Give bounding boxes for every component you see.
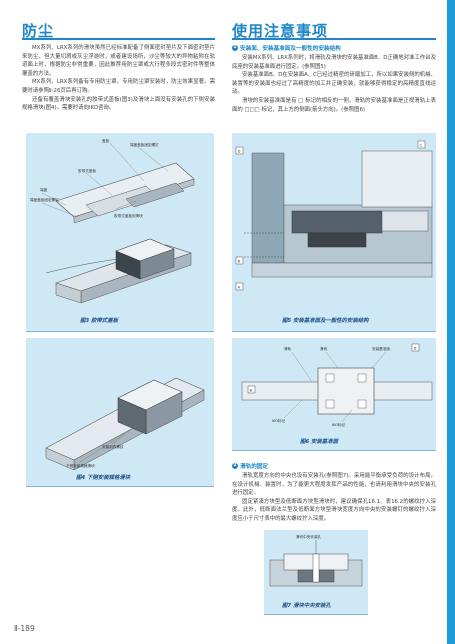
fig6-label-rail: 滑轨 [284, 346, 292, 351]
mounting-text: 安装MX系列、LRX系列时，将滑轨及滑块的安装基准面B、D正确地对准工作台及底座… [232, 54, 436, 114]
fig3-label-cover: 盖板 [102, 138, 110, 143]
figure-6-drawing: 滑轨 滑块 安装基准面 D B IKO标记 IKO标记 [241, 343, 433, 427]
fig5-label-a: A [238, 286, 241, 290]
fig4-label-thread: 安装用内螺纹 [102, 444, 124, 449]
dustproof-paragraph: MX系列、LRX系列的滑块虽然已经标准配备了侧面密封垫片及下面密封垫片来防尘，但… [22, 45, 215, 77]
figure-7-drawing: 滑块中央安装孔 [269, 534, 363, 587]
fig7-label-center-hole: 滑块中央安装孔 [296, 534, 322, 539]
figure-4-drawing: 安装用内螺纹 下侧安装规格滑块 [45, 377, 205, 471]
figure-3: 盖板 端盖盖板固定螺钉 胶带式盖板 端盖 端盖盖板固定螺钉 胶带式盖板用滑块 [26, 133, 214, 331]
sub-heading-1: 1 安装面、安装基准面及一般性的安装结构 [232, 44, 341, 52]
fig3-label-endcap-screw: 端盖盖板固定螺钉 [30, 197, 59, 202]
figure-4-caption: 图4 下侧安装规格滑块 [76, 475, 131, 481]
fig3-label-endcap: 端盖 [40, 187, 48, 192]
figure-7-caption: 图7 滑块中央安装孔 [282, 603, 331, 609]
figure-5-caption-rule [232, 331, 436, 332]
fig6-label-iko-mark-2: IKO标记 [332, 422, 346, 427]
figure-7-caption-rule [264, 614, 368, 615]
mounting-paragraph: 安装MX系列、LRX系列时，将滑轨及滑块的安装基准面B、D正确地对准工作台及底座… [232, 55, 436, 70]
fig6-label-block: 滑块 [320, 346, 328, 351]
dustproof-text: MX系列、LRX系列的滑块虽然已经标准配备了侧面密封垫片及下面密封垫片来防尘，但… [22, 44, 215, 113]
rail-fixing-paragraph: 滑轨宽度方向的中央也设有安装孔(参照图7)。采用能平衡承受负荷的设计布局。在设计… [232, 473, 436, 497]
mounting-paragraph: 安装基准面B、D在安装面A、C已经过精密的研磨加工，所以如果安装侧的机械、装置等… [232, 72, 436, 96]
side-bar [447, 0, 455, 644]
figure-4: 安装用内螺纹 下侧安装规格滑块 [26, 338, 214, 486]
page-number: Ⅱ-189 [14, 624, 35, 633]
fig6-label-iko-mark-1: IKO标记 [272, 418, 286, 423]
figure-5: D C B A [232, 133, 436, 331]
sub-heading-2-text: 滑轨的固定 [240, 464, 268, 470]
fig5-label-d: D [238, 150, 241, 154]
figure-6-caption: 图6 安装基准面 [300, 439, 338, 445]
mounting-paragraph: 滑块的安装基准面是有 □ 标记的相反的一侧，滑轨的安装基准面是正视滑轨上表面的 … [232, 97, 436, 113]
figure-5-caption: 图5 安装基准面及一般性的安装结构 [282, 318, 369, 324]
precautions-title-rule [232, 38, 436, 40]
sub-heading-2-bullet: 2 [232, 463, 238, 469]
dustproof-title: 防尘 [22, 22, 55, 40]
figure-6: 滑轨 滑块 安装基准面 D B IKO标记 IKO标记 [232, 338, 436, 450]
sub-heading-2: 2 滑轨的固定 [232, 462, 268, 470]
figure-3-caption-rule [26, 331, 214, 332]
sub-heading-1-bullet: 1 [232, 45, 238, 51]
dustproof-paragraph: MX系列、LRX系列备有专用防尘罩。专用防尘罩安装时，防尘效果显著。需要时请参照… [22, 79, 215, 94]
figure-4-caption-rule [26, 486, 214, 487]
fig4-label-bottom-block: 下侧安装规格滑块 [66, 463, 95, 468]
fig3-label-tape-cover: 胶带式盖板 [78, 168, 96, 173]
dustproof-paragraph: 还备有覆盖滑块安装孔的胶带式盖板(图3)及滑块上面没有安装孔的下侧安装规格滑块(… [22, 96, 215, 112]
figure-3-caption: 图3 胶带式盖板 [80, 318, 118, 324]
rail-fixing-text: 滑轨宽度方向的中央也设有安装孔(参照图7)。采用能平衡承受负荷的设计布局。在设计… [232, 472, 436, 524]
sub-heading-1-text: 安装面、安装基准面及一般性的安装结构 [240, 46, 341, 52]
fig5-label-c: C [420, 144, 423, 148]
figure-6-caption-rule [232, 450, 436, 451]
fig6-label-d: D [414, 347, 417, 351]
fig3-label-endcover-screw: 端盖盖板固定螺钉 [130, 142, 159, 147]
rail-fixing-paragraph: 固定紧凑方块型及低断面方块型滑块时，建议确保孔16.1、表16.2的螺纹拧入深度… [232, 498, 436, 522]
figure-5-drawing: D C B A [235, 140, 433, 291]
fig5-label-b: B [238, 260, 241, 264]
fig6-label-reference: 安装基准面 [372, 346, 390, 351]
dustproof-title-rule [22, 38, 215, 40]
figure-7: 滑块中央安装孔 [264, 530, 368, 614]
figure-3-drawing: 盖板 端盖盖板固定螺钉 胶带式盖板 端盖 端盖盖板固定螺钉 胶带式盖板用滑块 [30, 138, 195, 304]
precautions-title: 使用注意事项 [232, 22, 329, 40]
fig6-label-b: B [250, 389, 253, 393]
fig3-label-tape-block: 胶带式盖板用滑块 [114, 213, 143, 218]
